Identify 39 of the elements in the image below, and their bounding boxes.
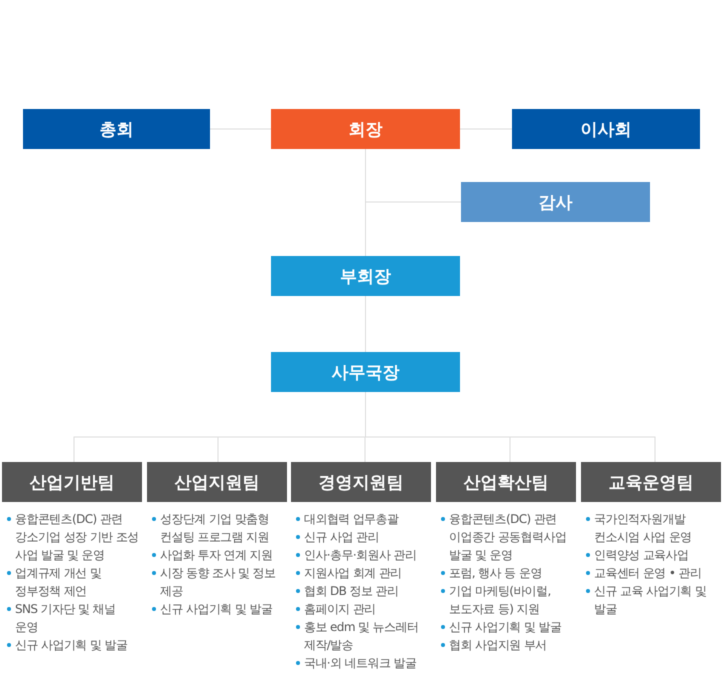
- audit-box: 감사: [461, 182, 650, 222]
- bullet-item: 대외협력 업무총괄: [295, 510, 429, 528]
- bullet-item: 협회 사업지원 부서: [440, 636, 574, 654]
- bullet-item: 포럼, 행사 등 운영: [440, 564, 574, 582]
- bullet-item: 홍보 edm 및 뉴스레터 제작/발송: [295, 618, 429, 654]
- bullet-item: 성장단계 기업 맞춤형 컨설팅 프로그램 지원: [151, 510, 285, 546]
- connector-line: [365, 296, 366, 352]
- bullet-item: 협회 DB 정보 관리: [295, 582, 429, 600]
- connector-line: [460, 128, 512, 130]
- bullet-item: 홈페이지 관리: [295, 600, 429, 618]
- bullet-item: 지원사업 회계 관리: [295, 564, 429, 582]
- bullet-item: 융합콘텐츠(DC) 관련 강소기업 성장 기반 조성 사업 발굴 및 운영: [6, 510, 140, 564]
- connector-line: [210, 128, 272, 130]
- bullet-item: 업계규제 개선 및 정부정책 제언: [6, 564, 140, 600]
- bullet-item: 신규 사업기획 및 발굴: [440, 618, 574, 636]
- bullet-item: 국내·외 네트워크 발굴: [295, 654, 429, 672]
- bullet-item: 인력양성 교육사업: [585, 546, 719, 564]
- position-box: 부회장: [271, 256, 460, 296]
- team-box: 교육운영팀: [581, 462, 721, 502]
- team-box: 산업기반팀: [2, 462, 142, 502]
- bullet-item: 신규 사업기획 및 발굴: [6, 636, 140, 654]
- bullet-item: 신규 교육 사업기획 및 발굴: [585, 582, 719, 618]
- position-box: 사무국장: [271, 352, 460, 392]
- bullet-item: SNS 기자단 및 채널 운영: [6, 600, 140, 636]
- bullet-item: 기업 마케팅(바이럴, 보도자료 등) 지원: [440, 582, 574, 618]
- bullet-item: 교육센터 운영 • 관리: [585, 564, 719, 582]
- bullet-item: 융합콘텐츠(DC) 관련 이업종간 공동협력사업 발굴 및 운영: [440, 510, 574, 564]
- bullet-item: 인사·총무·회원사 관리: [295, 546, 429, 564]
- head-box: 회장: [271, 109, 460, 149]
- bullet-item: 시장 동향 조사 및 정보 제공: [151, 564, 285, 600]
- team-box: 경영지원팀: [291, 462, 431, 502]
- bullet-item: 사업화 투자 연계 지원: [151, 546, 285, 564]
- bullet-item: 신규 사업 관리: [295, 528, 429, 546]
- bullet-item: 신규 사업기획 및 발굴: [151, 600, 285, 618]
- governing-box: 이사회: [512, 109, 700, 149]
- bullet-item: 국가인적자원개발 컨소시엄 사업 운영: [585, 510, 719, 546]
- team-box: 산업확산팀: [436, 462, 576, 502]
- team-box: 산업지원팀: [147, 462, 287, 502]
- governing-box: 총회: [23, 109, 210, 149]
